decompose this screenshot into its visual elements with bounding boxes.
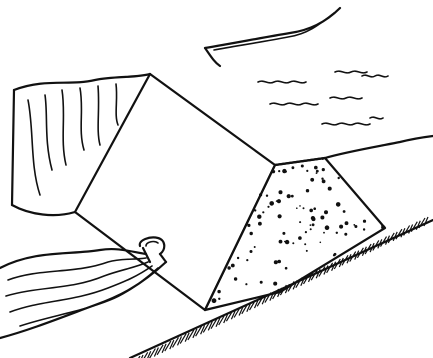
stipple-dot (277, 260, 281, 264)
stipple-dot (279, 190, 283, 194)
stipple-dot (303, 207, 305, 209)
stipple-dot (322, 168, 325, 171)
stipple-dot (320, 242, 322, 244)
stipple-dot (296, 207, 298, 209)
stipple-dot (328, 187, 332, 191)
stipple-dot (306, 170, 308, 172)
stipple-dot (310, 228, 312, 230)
stipple-dot (257, 215, 261, 219)
stipple-dot (311, 216, 315, 220)
dam-crest (75, 74, 325, 310)
stipple-dot (269, 201, 274, 206)
stipple-dot (310, 224, 312, 226)
stipple-dot (250, 232, 253, 235)
stipple-dot (309, 209, 313, 213)
stipple-dot (258, 222, 262, 226)
stipple-dot (339, 225, 343, 229)
stipple-dot (254, 246, 256, 248)
stipple-dot (267, 206, 269, 208)
stipple-dot (316, 172, 318, 174)
stipple-dot (237, 257, 239, 259)
stipple-dot (227, 266, 230, 269)
stipple-dot (313, 207, 316, 210)
stipple-dot (279, 240, 283, 244)
stipple-dot (277, 199, 281, 203)
stipple-dot (254, 209, 256, 211)
stipple-dot (345, 221, 349, 225)
stipple-dot (260, 281, 263, 284)
stipple-dot (304, 243, 306, 245)
stipple-dot (217, 290, 220, 293)
stipple-dot (292, 242, 294, 244)
stipple-dot (247, 224, 250, 227)
stipple-dot (301, 165, 304, 168)
stipple-dot (250, 250, 253, 253)
stipple-dot (274, 260, 278, 264)
stipple-dot (334, 253, 337, 256)
stipple-dot (266, 195, 268, 197)
stipple-dot (324, 210, 328, 214)
stipple-dot (282, 169, 286, 173)
stipple-dot (298, 236, 302, 240)
stipple-dot (212, 298, 217, 303)
stipple-dot (338, 177, 340, 179)
stipple-dot (314, 166, 318, 170)
stipple-dot (287, 194, 291, 198)
stipple-dot (291, 195, 294, 198)
stipple-dot (323, 232, 325, 234)
stipple-dot (299, 205, 301, 207)
stippled-core (205, 158, 385, 310)
stipple-dot (285, 267, 288, 270)
stipple-dot (320, 216, 324, 220)
stipple-dot (259, 193, 262, 196)
stipple-dot (312, 223, 315, 226)
stipple-dot (310, 178, 314, 182)
stipple-dot (234, 277, 237, 280)
stipple-dot (284, 241, 286, 243)
stipple-dot (305, 231, 307, 233)
stipple-dot (276, 200, 278, 202)
stipple-dot (363, 228, 365, 230)
stipple-dot (278, 170, 280, 172)
stipple-dot (336, 232, 338, 234)
stipple-dot (292, 166, 295, 169)
reservoir (205, 8, 433, 158)
stipple-dot (262, 211, 264, 213)
stipple-dot (325, 225, 330, 230)
stipple-dot (245, 283, 247, 285)
stipple-dot (285, 240, 289, 244)
stipple-dot (306, 250, 308, 252)
stipple-dot (272, 170, 275, 173)
stipple-dot (336, 202, 341, 207)
water-ripples (258, 71, 388, 125)
stipple-dot (273, 282, 277, 286)
stipple-dot (353, 224, 355, 226)
stipple-dot (306, 189, 309, 192)
stipple-dot (343, 210, 346, 213)
stipple-dot (363, 220, 366, 223)
stipple-dot (231, 264, 235, 268)
stipple-dot (299, 221, 301, 223)
stipple-dot (218, 298, 220, 300)
left-cliff (12, 74, 150, 215)
stipple-dot (278, 214, 282, 218)
stipple-dot (344, 233, 347, 236)
stipple-dot (316, 170, 319, 173)
stipple-dot (322, 180, 326, 184)
stipple-dot (282, 232, 285, 235)
stipple-dot (381, 225, 385, 229)
stipple-dot (322, 158, 324, 160)
stipple-dot (246, 259, 248, 261)
